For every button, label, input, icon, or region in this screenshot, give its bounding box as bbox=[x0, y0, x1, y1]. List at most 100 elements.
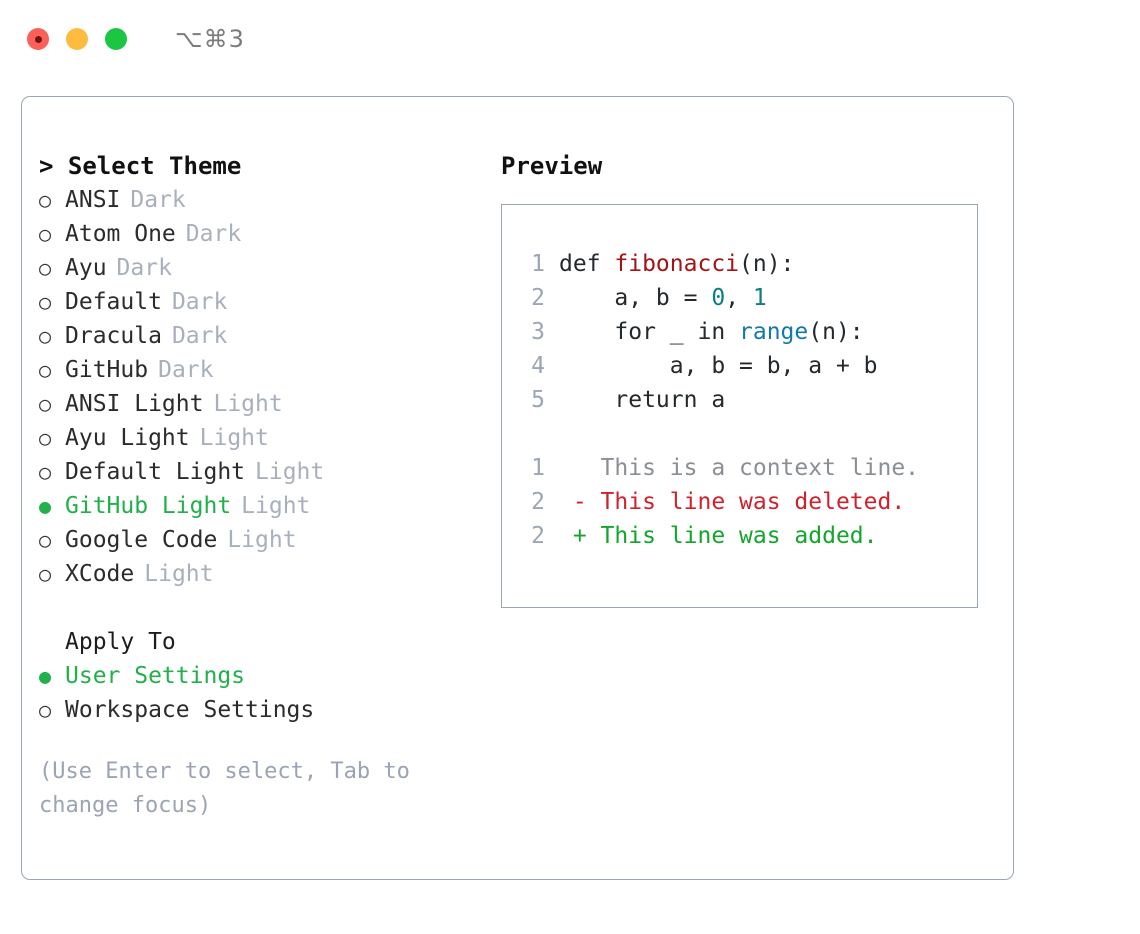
diff-line-text: This is a context line. bbox=[559, 455, 920, 481]
theme-option-ansi[interactable]: ○ ANSI Dark bbox=[39, 183, 469, 217]
theme-variant-tag: Light bbox=[227, 527, 297, 553]
code-line: 5 return a bbox=[502, 383, 977, 417]
theme-option-dracula[interactable]: ○ Dracula Dark bbox=[39, 319, 469, 353]
theme-option-label: Ayu bbox=[65, 255, 107, 281]
theme-option-ansi-light[interactable]: ○ ANSI Light Light bbox=[39, 387, 469, 421]
radio-unselected-icon: ○ bbox=[39, 426, 52, 450]
theme-option-label: XCode bbox=[65, 561, 135, 587]
theme-option-label: Dracula bbox=[65, 323, 162, 349]
radio-unselected-icon: ○ bbox=[39, 562, 52, 586]
theme-option-label: GitHub Light bbox=[65, 493, 232, 519]
apply-to-option-label: Workspace Settings bbox=[65, 697, 315, 723]
radio-unselected-icon: ○ bbox=[39, 392, 52, 416]
diff-line-text: - This line was deleted. bbox=[559, 489, 906, 515]
code-line-text: for _ in range(n): bbox=[559, 315, 864, 349]
theme-option-github[interactable]: ○ GitHub Dark bbox=[39, 353, 469, 387]
preview-spacer bbox=[502, 417, 977, 451]
code-line: 2 a, b = 0, 1 bbox=[502, 281, 977, 315]
radio-selected-icon: ● bbox=[39, 494, 52, 518]
theme-variant-tag: Light bbox=[144, 561, 214, 587]
radio-unselected-icon: ○ bbox=[39, 460, 52, 484]
line-number: 5 bbox=[531, 387, 545, 413]
line-number: 1 bbox=[531, 455, 545, 481]
code-token-plain: , bbox=[725, 285, 753, 311]
diff-sample: 1 This is a context line.2 - This line w… bbox=[502, 451, 977, 553]
theme-option-label: ANSI bbox=[65, 187, 121, 213]
code-line: 4 a, b = b, a + b bbox=[502, 349, 977, 383]
code-token-plain: (n): bbox=[808, 319, 864, 345]
code-token-num: 0 bbox=[711, 285, 726, 311]
theme-variant-tag: Dark bbox=[171, 323, 228, 349]
diff-line-add: 2 + This line was added. bbox=[502, 519, 977, 553]
theme-variant-tag: Dark bbox=[185, 221, 242, 247]
theme-option-label: Default Light bbox=[65, 459, 246, 485]
line-number: 2 bbox=[531, 523, 545, 549]
apply-to-list: ● User Settings ○Workspace Settings bbox=[39, 659, 469, 727]
theme-variant-tag: Dark bbox=[158, 357, 214, 383]
theme-option-label: ANSI Light bbox=[65, 391, 204, 417]
theme-option-label: Atom One bbox=[65, 221, 176, 247]
apply-to-option-user-settings[interactable]: ● User Settings bbox=[39, 659, 469, 693]
theme-option-label: GitHub bbox=[65, 357, 149, 383]
apply-to-option-workspace-settings[interactable]: ○Workspace Settings bbox=[39, 693, 469, 727]
theme-option-label: Google Code bbox=[65, 527, 218, 553]
keyboard-shortcut-label: ⌥⌘3 bbox=[175, 25, 245, 53]
theme-variant-tag: Dark bbox=[171, 289, 228, 315]
code-token-num: 1 bbox=[752, 285, 767, 311]
theme-variant-tag: Dark bbox=[116, 255, 172, 281]
code-token-plain: def bbox=[559, 251, 615, 277]
theme-option-default-light[interactable]: ○ Default Light Light bbox=[39, 455, 469, 489]
theme-option-xcode[interactable]: ○ XCode Light bbox=[39, 557, 469, 591]
radio-unselected-icon: ○ bbox=[39, 290, 52, 314]
theme-variant-tag: Light bbox=[255, 459, 325, 485]
list-spacer bbox=[39, 591, 469, 625]
apply-to-header: Apply To bbox=[65, 629, 176, 655]
theme-option-default[interactable]: ○ Default Dark bbox=[39, 285, 469, 319]
radio-unselected-icon: ○ bbox=[39, 324, 52, 348]
diff-line-delete: 2 - This line was deleted. bbox=[502, 485, 977, 519]
theme-option-google-code[interactable]: ○ Google Code Light bbox=[39, 523, 469, 557]
code-token-plain: a, b = b, a + b bbox=[559, 353, 878, 379]
code-token-plain: (n): bbox=[739, 251, 795, 277]
radio-unselected-icon: ○ bbox=[39, 358, 52, 382]
theme-option-label: Default bbox=[65, 289, 162, 315]
radio-unselected-icon: ○ bbox=[39, 528, 52, 552]
code-line-text: a, b = 0, 1 bbox=[559, 281, 767, 315]
code-line-text: def fibonacci(n): bbox=[559, 247, 794, 281]
theme-variant-tag: Dark bbox=[130, 187, 186, 213]
select-theme-header: > Select Theme bbox=[39, 152, 242, 180]
title-bar: ⌥⌘3 bbox=[0, 0, 1140, 78]
theme-variant-tag: Light bbox=[241, 493, 311, 519]
maximize-window-button[interactable] bbox=[105, 28, 127, 50]
apply-to-option-label: User Settings bbox=[65, 663, 246, 689]
diff-line-text: + This line was added. bbox=[559, 523, 878, 549]
line-number: 4 bbox=[531, 353, 545, 379]
theme-variant-tag: Light bbox=[199, 425, 269, 451]
code-token-plain: return a bbox=[559, 387, 726, 413]
radio-unselected-icon: ○ bbox=[39, 188, 52, 212]
traffic-light-group bbox=[27, 28, 127, 50]
diff-line-context: 1 This is a context line. bbox=[502, 451, 977, 485]
code-line: 3 for _ in range(n): bbox=[502, 315, 977, 349]
minimize-window-button[interactable] bbox=[66, 28, 88, 50]
preview-header: Preview bbox=[501, 152, 603, 180]
code-token-plain: a, b = bbox=[559, 285, 712, 311]
line-number: 2 bbox=[531, 489, 545, 515]
line-number: 2 bbox=[531, 285, 545, 311]
theme-variant-tag: Light bbox=[213, 391, 283, 417]
code-token-call: range bbox=[739, 319, 809, 345]
radio-selected-icon: ● bbox=[39, 664, 52, 688]
code-line-text: return a bbox=[559, 383, 725, 417]
code-token-plain: for _ in bbox=[559, 319, 740, 345]
theme-option-github-light[interactable]: ● GitHub Light Light bbox=[39, 489, 469, 523]
radio-unselected-icon: ○ bbox=[39, 256, 52, 280]
close-window-button[interactable] bbox=[27, 28, 49, 50]
theme-option-ayu[interactable]: ○ Ayu Dark bbox=[39, 251, 469, 285]
